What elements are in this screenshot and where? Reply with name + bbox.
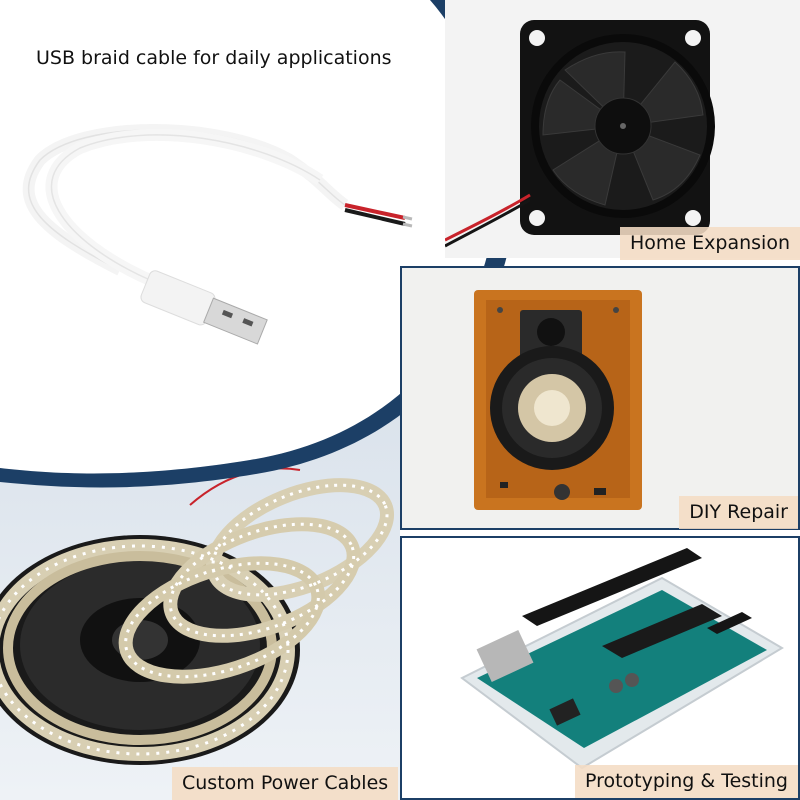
prototyping-testing-caption: Prototyping & Testing bbox=[574, 765, 798, 798]
diy-repair-panel bbox=[400, 266, 800, 530]
prototyping-testing-panel bbox=[400, 536, 800, 800]
speaker-illustration bbox=[474, 290, 642, 510]
custom-power-cables-caption: Custom Power Cables bbox=[172, 767, 399, 800]
diy-repair-caption: DIY Repair bbox=[679, 496, 798, 529]
home-expansion-caption: Home Expansion bbox=[620, 227, 800, 260]
headline-text: USB braid cable for daily applications bbox=[36, 47, 392, 69]
cooling-fan-illustration bbox=[445, 20, 715, 248]
usb-cable-illustration bbox=[22, 124, 413, 345]
home-expansion-panel bbox=[445, 0, 800, 258]
arduino-board-illustration bbox=[460, 548, 784, 770]
